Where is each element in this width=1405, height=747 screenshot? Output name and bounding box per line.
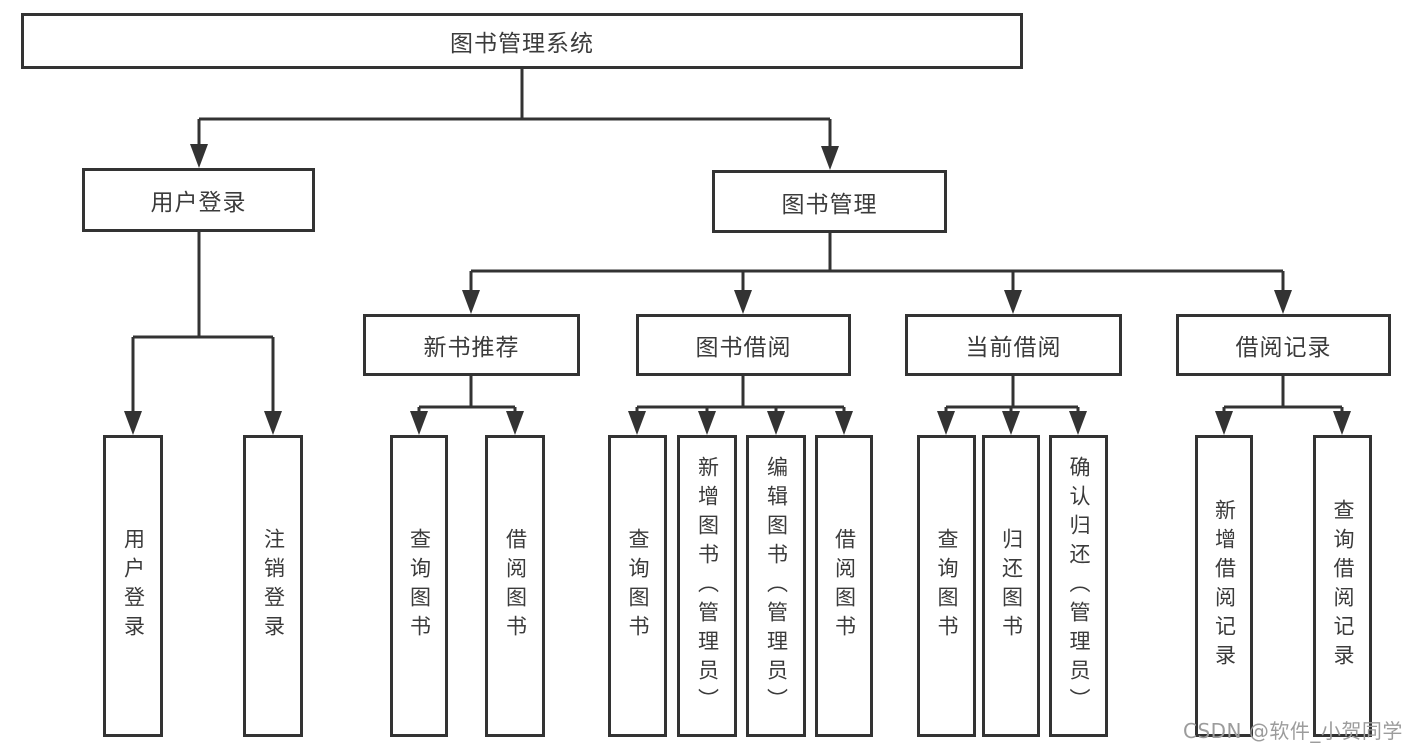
leaf-borrow-books: 借阅图书	[815, 435, 873, 737]
node-new-book-recommend: 新书推荐	[363, 314, 580, 376]
leaf-borrowing-query-books: 查询图书	[608, 435, 667, 737]
node-book-borrowing-label: 图书借阅	[695, 335, 792, 361]
node-new-book-recommend-label: 新书推荐	[423, 335, 520, 361]
node-user-login-label: 用户登录	[150, 190, 247, 216]
node-user-login: 用户登录	[82, 168, 315, 232]
node-borrowing-records-label: 借阅记录	[1235, 335, 1332, 361]
leaf-edit-books-admin: 编辑图书（管理员）	[746, 435, 806, 737]
node-current-borrowing: 当前借阅	[905, 314, 1122, 376]
leaf-user-login: 用户登录	[103, 435, 163, 737]
leaf-current-query-books: 查询图书	[917, 435, 976, 737]
node-root: 图书管理系统	[21, 13, 1023, 69]
node-book-management-label: 图书管理	[781, 191, 878, 218]
leaf-query-borrow-record: 查询借阅记录	[1313, 435, 1372, 737]
node-book-borrowing: 图书借阅	[636, 314, 851, 376]
leaf-add-books-admin: 新增图书（管理员）	[677, 435, 737, 737]
leaf-add-borrow-record: 新增借阅记录	[1195, 435, 1253, 737]
leaf-confirm-return-admin: 确认归还（管理员）	[1049, 435, 1108, 737]
node-root-label: 图书管理系统	[450, 31, 594, 57]
leaf-recommend-borrow-books: 借阅图书	[485, 435, 545, 737]
leaf-logout: 注销登录	[243, 435, 303, 737]
node-book-management: 图书管理	[712, 170, 947, 233]
node-current-borrowing-label: 当前借阅	[965, 335, 1062, 361]
csdn-watermark: CSDN @软件_小贺同学	[1183, 719, 1403, 743]
leaf-recommend-query-books: 查询图书	[390, 435, 448, 737]
leaf-return-books: 归还图书	[982, 435, 1040, 737]
node-borrowing-records: 借阅记录	[1176, 314, 1391, 376]
arrowheads	[124, 144, 1351, 435]
